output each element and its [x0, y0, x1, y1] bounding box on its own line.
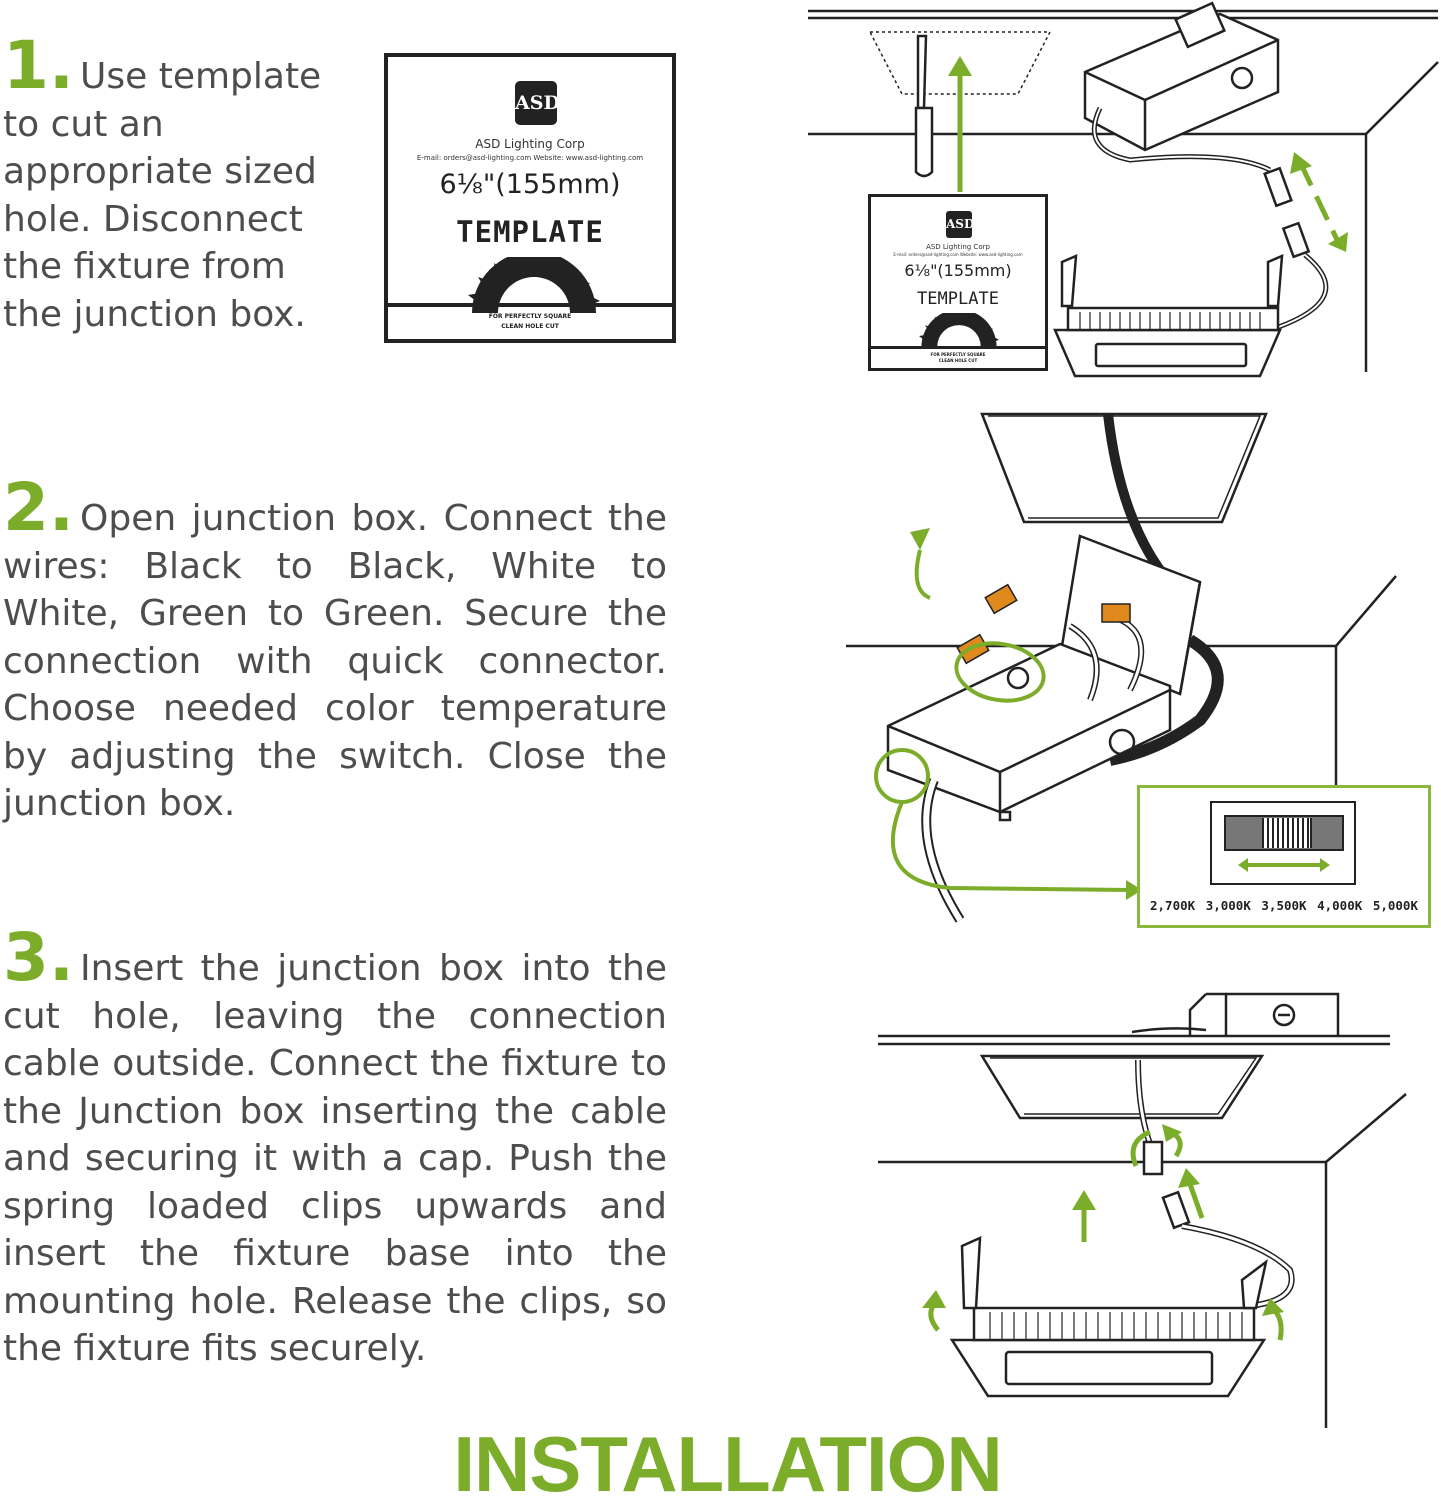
cct-label: 4,000K — [1317, 898, 1363, 913]
step-1: 1.Use template to cut an appropriate siz… — [3, 33, 348, 338]
template-contact-small: E-mail: orders@asd-lighting.com Website:… — [893, 252, 1023, 257]
color-temperature-inset: 2,700K 3,000K 3,500K 4,000K 5,000K — [1137, 785, 1431, 928]
template-footer-small-line-2: CLEAN HOLE CUT — [938, 358, 978, 363]
step-1-number: 1. — [3, 27, 74, 104]
cct-label: 5,000K — [1372, 898, 1418, 913]
double-arrow-icon — [1238, 858, 1330, 872]
diagram-step-2 — [846, 412, 1397, 923]
template-footer-small-line-1: FOR PERFECTLY SQUARE — [930, 352, 986, 357]
page-title: INSTALLATION — [453, 1420, 1002, 1508]
step-1-text: Use template to cut an appropriate sized… — [3, 56, 322, 335]
cct-label: 3,500K — [1261, 898, 1307, 913]
template-contact: E-mail: orders@asd-lighting.com Website:… — [416, 154, 644, 162]
cct-label: 2,700K — [1150, 898, 1196, 913]
template-company-small: ASD Lighting Corp — [926, 243, 990, 251]
step-2: 2.Open junction box. Connect the wires: … — [3, 475, 667, 828]
asd-logo: ASD — [515, 81, 560, 125]
cutting-template-card: ASD ASD Lighting Corp E-mail: orders@asd… — [384, 53, 676, 343]
template-footer: FOR PERFECTLY SQUARE CLEAN HOLE CUT — [388, 303, 672, 339]
cct-switch-track — [1224, 815, 1344, 851]
asd-logo-small: ASD — [946, 211, 974, 238]
template-footer-small: FOR PERFECTLY SQUARE CLEAN HOLE CUT — [871, 346, 1045, 368]
template-label: TEMPLATE — [456, 215, 604, 249]
cct-label: 3,000K — [1205, 898, 1251, 913]
template-footer-line-2: CLEAN HOLE CUT — [501, 323, 559, 330]
template-footer-line-1: FOR PERFECTLY SQUARE — [488, 313, 572, 320]
step-3: 3.Insert the junction box into the cut h… — [3, 925, 667, 1373]
diagram-step-1 — [808, 1, 1439, 378]
template-size: 6⅛"(155mm) — [439, 169, 621, 200]
template-label-small: TEMPLATE — [917, 289, 999, 309]
step-3-text: Insert the junction box into the cut hol… — [3, 948, 667, 1369]
cct-switch-knob — [1262, 818, 1312, 848]
cct-switch — [1210, 801, 1356, 885]
diagram-step-3 — [878, 992, 1407, 1428]
cutting-template-small: ASD ASD Lighting Corp E-mail: orders@asd… — [868, 194, 1048, 371]
template-size-small: 6⅛"(155mm) — [904, 261, 1012, 280]
step-2-number: 2. — [3, 469, 74, 546]
step-2-text: Open junction box. Connect the wires: Bl… — [3, 498, 667, 824]
step-3-number: 3. — [3, 919, 74, 996]
template-company: ASD Lighting Corp — [475, 137, 585, 151]
cct-labels: 2,700K 3,000K 3,500K 4,000K 5,000K — [1150, 898, 1418, 913]
saw-blade-icon-small — [919, 313, 999, 347]
